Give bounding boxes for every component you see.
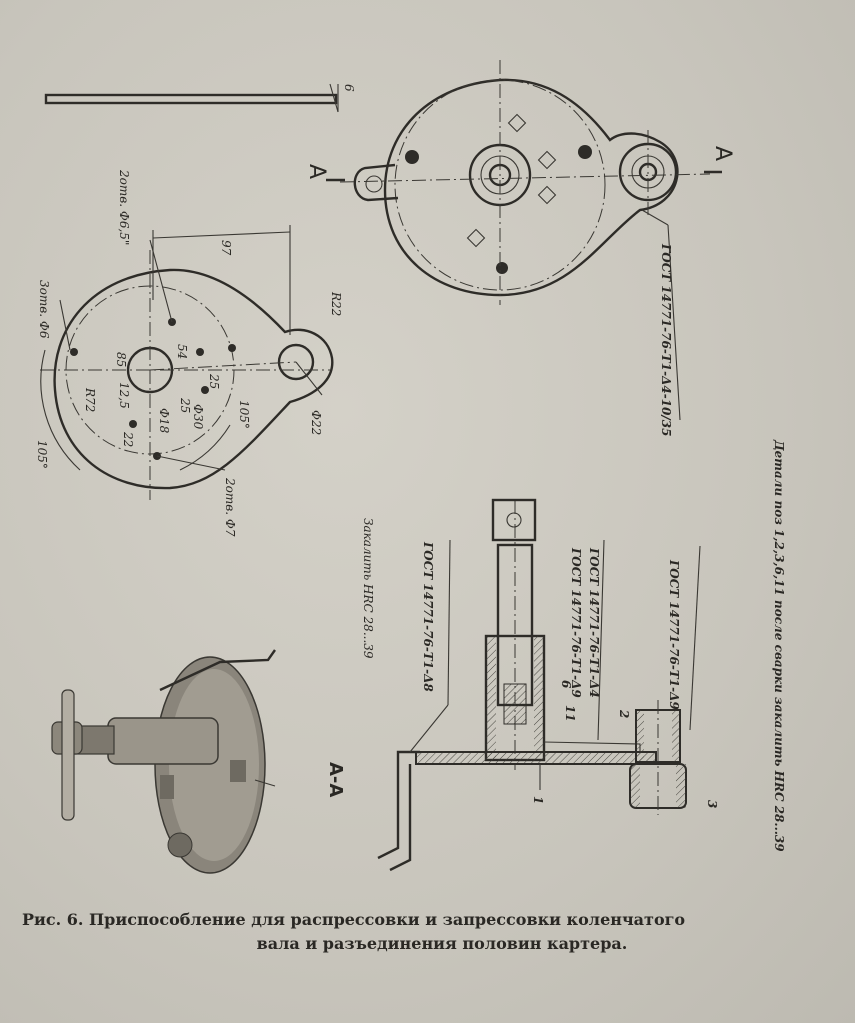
dim-25b: 25: [207, 373, 221, 389]
dim-22: 22: [121, 431, 135, 447]
angle-105-right: 105°: [237, 400, 251, 429]
caption-line-1: Рис. 6. Приспособление для распрессовки …: [22, 910, 686, 929]
rod-label: 6: [342, 84, 356, 92]
assembly-top-view: А А ГОСТ 14771-76-Т1-Δ4-10/35 Детали поз…: [304, 60, 786, 852]
plate-drawing: 3отв. Ф6 2отв. Ф6,5" 2отв. Ф7 97 R22 R72…: [35, 169, 343, 537]
caption-line-2: вала и разъединения половин картера.: [256, 934, 628, 953]
gost-right: ГОСТ 14771-76-Т1-Δ4-10/35: [659, 243, 673, 437]
section-title: А-А: [325, 762, 346, 797]
figure-caption: Рис. 6. Приспособление для распрессовки …: [22, 908, 822, 956]
gost-left: ГОСТ 14771-76-Т1-Δ8: [421, 541, 435, 692]
dim-d30: Ф30: [191, 404, 205, 430]
details-note: Детали поз 1,2,3,6,11 после сварки закал…: [772, 439, 786, 852]
gost-mid1: ГОСТ 14771-76-Т1-Δ9: [569, 547, 583, 698]
section-a-a: ГОСТ 14771-76-Т1-Δ8 Закалить HRC 28...39…: [361, 498, 719, 872]
rod-part-6: 6: [44, 83, 356, 113]
pos-6: 6: [559, 680, 573, 689]
pos-2: 2: [617, 709, 631, 718]
section-mark-left: А: [304, 164, 329, 179]
dim-25a: 25: [178, 397, 192, 413]
dim-d18: Ф18: [157, 408, 171, 434]
dim-12-5: 12,5: [117, 382, 131, 409]
dim-54: 54: [175, 344, 189, 359]
pos-1: 1: [531, 796, 545, 804]
gost-far: ГОСТ 14771-76-Т1-Δ9: [667, 559, 681, 710]
dim-97: 97: [219, 240, 233, 256]
label-holes-6: 3отв. Ф6: [37, 280, 51, 339]
angle-105-left: 105°: [35, 440, 49, 469]
photo-illustration: А-А: [51, 649, 346, 874]
dim-d22: Ф22: [309, 410, 323, 435]
dim-r72: R72: [83, 387, 97, 412]
harden-note-left: Закалить HRC 28...39: [361, 518, 375, 659]
section-mark-right: А: [710, 146, 735, 161]
pos-3: 3: [705, 800, 719, 808]
pos-11: 11: [563, 705, 577, 722]
gost-mid2: ГОСТ 14771-76-Т1-Δ4: [587, 547, 601, 698]
label-holes-7: 2отв. Ф7: [223, 477, 237, 537]
dim-85: 85: [114, 352, 128, 367]
label-holes-6-5: 2отв. Ф6,5": [117, 169, 131, 245]
dim-r22: R22: [329, 291, 343, 316]
